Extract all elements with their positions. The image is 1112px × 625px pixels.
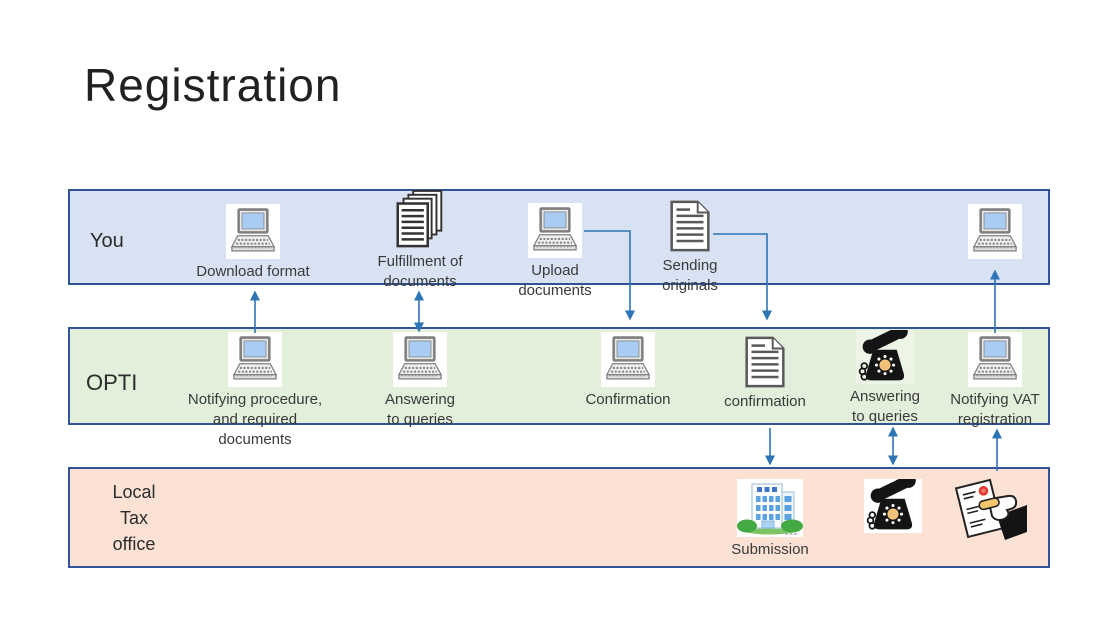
node-notifying-procedure: Notifying procedure, and required docume… (160, 332, 350, 450)
node-notifying-vat-registration: Notifying VAT registration (920, 332, 1070, 430)
node-sending-originals: Sending originals (620, 199, 760, 296)
lane-you-label: You (90, 230, 124, 252)
node-tax-office-phone (862, 479, 924, 533)
page-title: Registration (84, 59, 342, 111)
laptop-icon (528, 203, 582, 258)
laptop-icon (226, 204, 280, 259)
node-label: Download format (196, 263, 310, 280)
node-label: Sending originals (662, 257, 718, 294)
stamp-document-icon (953, 474, 1027, 546)
document-icon (668, 199, 712, 253)
node-label: Answering to queries (384, 391, 456, 428)
node-label: Notifying procedure, and required docume… (187, 391, 323, 448)
node-submission: Submission (695, 479, 845, 560)
node-label: Notifying VAT registration (950, 391, 1040, 428)
node-answering-queries-online: Answering to queries (345, 332, 495, 430)
lane-local-tax-office-label: Local Tax office (112, 482, 156, 554)
laptop-icon (968, 204, 1022, 259)
node-label: Answering to queries (849, 388, 921, 425)
node-label: Confirmation (585, 391, 671, 408)
document-icon (743, 335, 787, 389)
phone-icon (864, 479, 922, 533)
node-upload-documents: Upload documents (485, 203, 625, 301)
laptop-icon (228, 332, 282, 387)
laptop-icon (393, 332, 447, 387)
node-label: Upload documents (518, 262, 592, 299)
node-you-receive-notice (966, 204, 1024, 259)
document-stack-icon (392, 189, 448, 249)
building-icon (737, 479, 803, 537)
lane-opti-label: OPTI (86, 370, 138, 395)
node-confirmation-document: confirmation (690, 335, 840, 412)
node-label: Fulfillment of documents (377, 253, 463, 290)
node-confirmation-online: Confirmation (548, 332, 708, 410)
node-answering-queries-phone: Answering to queries (820, 330, 950, 427)
phone-icon (856, 330, 914, 384)
node-download-format: Download format (173, 204, 333, 282)
laptop-icon (601, 332, 655, 387)
node-label: Submission (731, 541, 809, 558)
laptop-icon (968, 332, 1022, 387)
node-label: confirmation (724, 393, 806, 410)
node-stamped-registration (953, 474, 1027, 546)
node-fulfillment-documents: Fulfillment of documents (345, 189, 495, 292)
